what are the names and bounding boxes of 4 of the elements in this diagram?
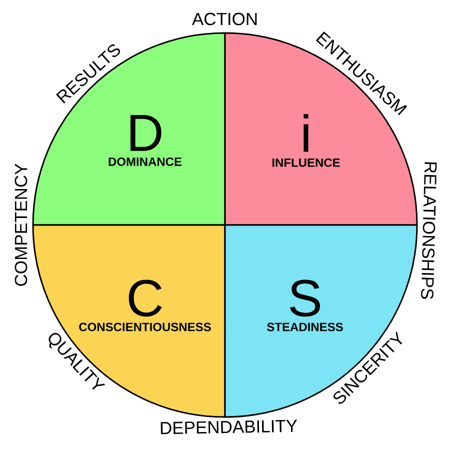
trait-label: ACTION — [192, 12, 257, 26]
trait-label: RELATIONSHIPS — [421, 162, 437, 299]
trait-label: DEPENDABILITY — [160, 420, 298, 434]
trait-label: COMPETENCY — [14, 164, 28, 286]
